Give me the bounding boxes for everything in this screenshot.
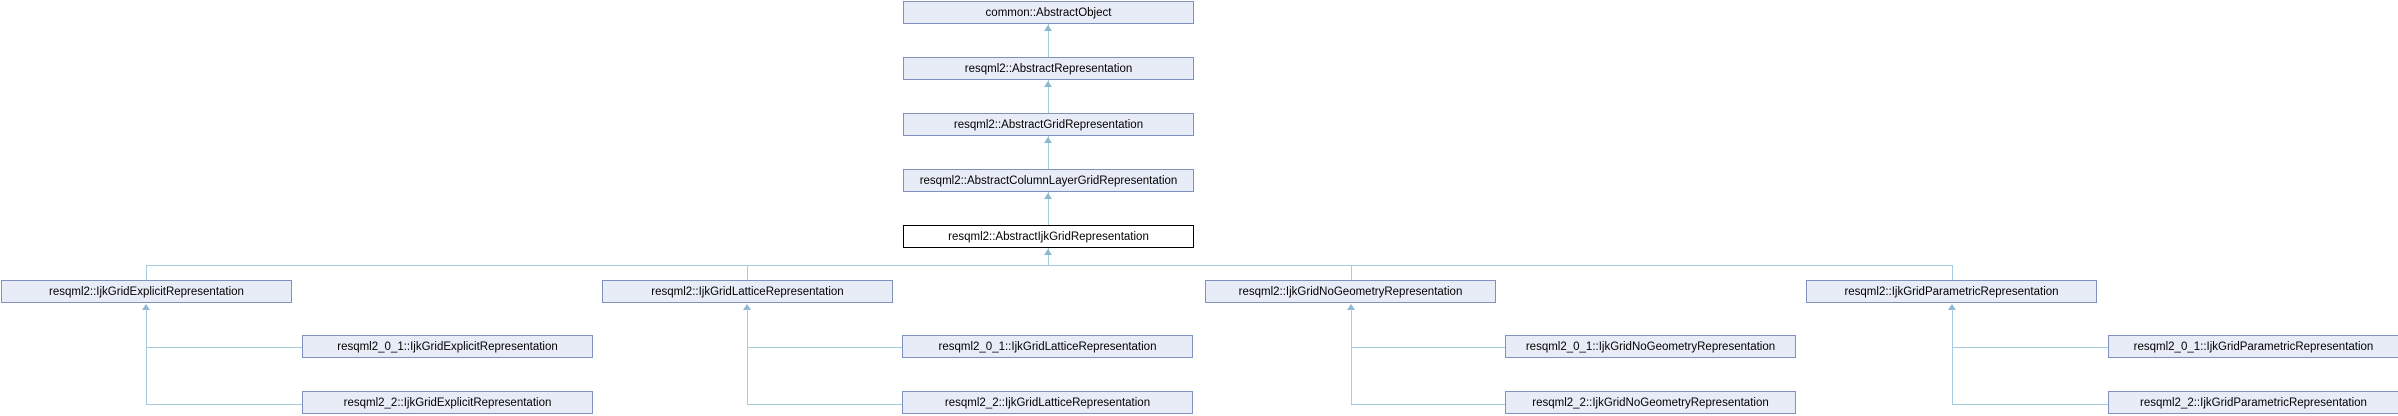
class-link-resqml2-abstract-grid-representation[interactable]: resqml2::AbstractGridRepresentation [903,113,1194,136]
class-link-resqml2-0-1-ijk-grid-explicit-representation[interactable]: resqml2_0_1::IjkGridExplicitRepresentati… [302,335,593,358]
class-link-resqml2-2-ijk-grid-lattice-representation[interactable]: resqml2_2::IjkGridLatticeRepresentation [902,391,1193,414]
class-link-resqml2-2-ijk-grid-parametric-representation[interactable]: resqml2_2::IjkGridParametricRepresentati… [2108,391,2398,414]
class-link-resqml2-ijk-grid-no-geometry-representation[interactable]: resqml2::IjkGridNoGeometryRepresentation [1205,280,1496,303]
edge-line [146,404,302,405]
class-link-common-abstract-object[interactable]: common::AbstractObject [903,1,1194,24]
edge-line [747,347,902,348]
edge-line [1048,24,1049,57]
current-class-node-abstract-ijk-grid-representation: resqml2::AbstractIjkGridRepresentation [903,225,1194,248]
edge-line [146,265,147,280]
edge-line [1952,265,1953,280]
edge-line [1048,80,1049,113]
arrow-up-icon [743,304,751,310]
arrow-up-icon [1347,304,1355,310]
class-link-resqml2-ijk-grid-parametric-representation[interactable]: resqml2::IjkGridParametricRepresentation [1806,280,2097,303]
edge-line [146,347,302,348]
class-link-resqml2-0-1-ijk-grid-lattice-representation[interactable]: resqml2_0_1::IjkGridLatticeRepresentatio… [902,335,1193,358]
edge-line [747,265,748,280]
edge-line [146,265,1952,266]
edge-line [747,404,902,405]
edge-line [1351,404,1505,405]
edge-line [1048,192,1049,225]
class-link-resqml2-2-ijk-grid-no-geometry-representation[interactable]: resqml2_2::IjkGridNoGeometryRepresentati… [1505,391,1796,414]
arrow-up-icon [1948,304,1956,310]
class-link-resqml2-0-1-ijk-grid-no-geometry-representation[interactable]: resqml2_0_1::IjkGridNoGeometryRepresenta… [1505,335,1796,358]
edge-line [1952,347,2108,348]
edge-line [1952,309,1953,405]
arrow-up-icon [1044,137,1052,143]
class-link-resqml2-abstract-column-layer-grid-representation[interactable]: resqml2::AbstractColumnLayerGridRepresen… [903,169,1194,192]
edge-line [146,309,147,405]
class-link-resqml2-ijk-grid-explicit-representation[interactable]: resqml2::IjkGridExplicitRepresentation [1,280,292,303]
edge-line [747,309,748,405]
class-link-resqml2-0-1-ijk-grid-parametric-representation[interactable]: resqml2_0_1::IjkGridParametricRepresenta… [2108,335,2398,358]
arrow-up-icon [1044,193,1052,199]
edge-line [1048,248,1049,265]
class-link-resqml2-2-ijk-grid-explicit-representation[interactable]: resqml2_2::IjkGridExplicitRepresentation [302,391,593,414]
edge-line [1952,404,2108,405]
edge-line [1048,136,1049,169]
arrow-up-icon [1044,81,1052,87]
arrow-up-icon [1044,249,1052,255]
class-link-resqml2-ijk-grid-lattice-representation[interactable]: resqml2::IjkGridLatticeRepresentation [602,280,893,303]
edge-line [1351,265,1352,280]
edge-line [1351,309,1352,405]
class-link-resqml2-abstract-representation[interactable]: resqml2::AbstractRepresentation [903,57,1194,80]
arrow-up-icon [1044,25,1052,31]
edge-line [1351,347,1505,348]
arrow-up-icon [142,304,150,310]
